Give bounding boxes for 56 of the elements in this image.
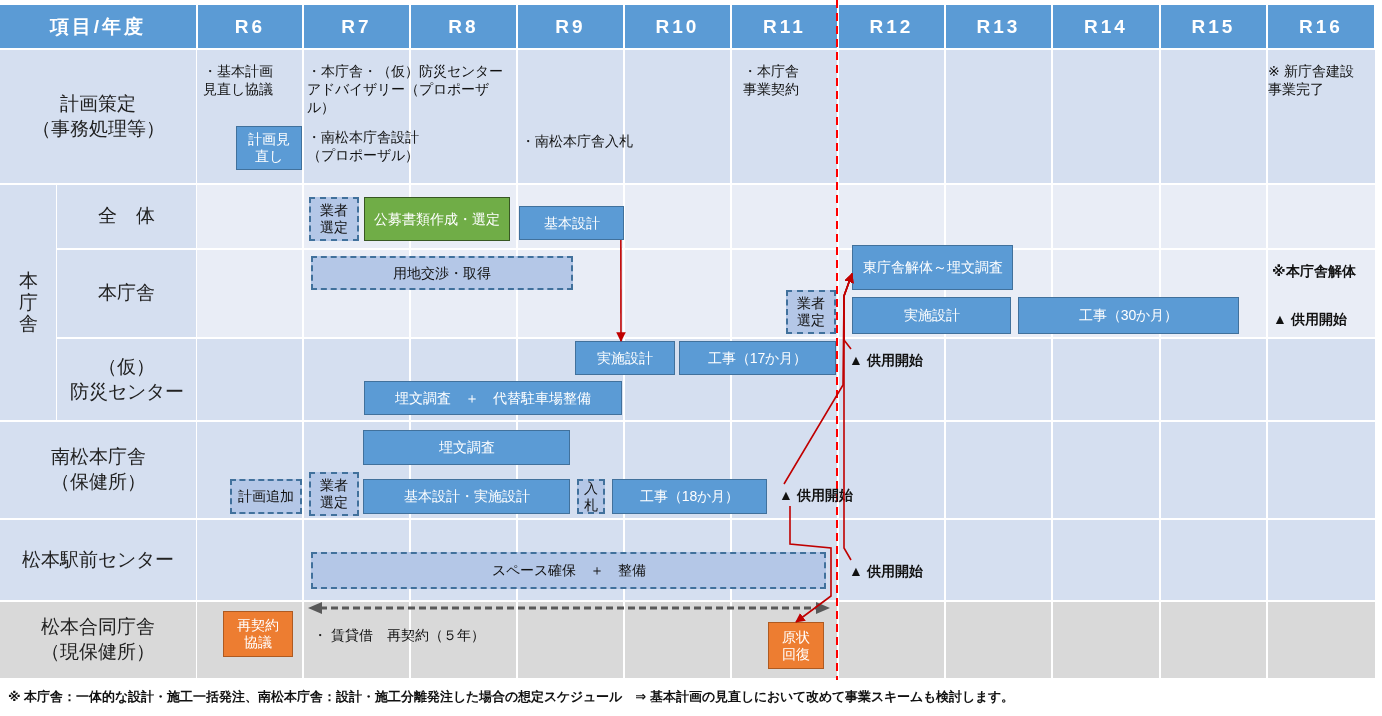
dashed-bar: 計画追加	[230, 479, 302, 514]
note-text: ・本庁舎事業契約	[743, 62, 800, 99]
schedule-bar: 工事（17か月）	[679, 341, 836, 375]
note-text: ・ 賃貸借 再契約（５年）	[313, 626, 486, 645]
schedule-bar: 工事（30か月）	[1018, 297, 1239, 334]
header-cell: R8	[411, 5, 516, 48]
dashed-bar: 業者選定	[786, 290, 836, 334]
dashed-bar: 用地交渉・取得	[311, 256, 573, 290]
footnote-text: ※ 本庁舎：一体的な設計・施工一括発注、南松本庁舎：設計・施工分離発注した場合の想定スケジュール ⇒ 基本計画の見直しにおいて改めて事業スキームも検討します。	[8, 688, 1015, 706]
arrow	[789, 505, 832, 623]
row-label-cell: 本庁舎	[0, 185, 56, 420]
header-cell: R7	[304, 5, 409, 48]
schedule-bar: 埋文調査	[363, 430, 570, 465]
header-cell: R15	[1161, 5, 1266, 48]
note-text: ・南松本庁舎設計（プロポーザル）	[307, 128, 420, 165]
note-text: ・南松本庁舎入札	[521, 132, 634, 151]
row-label-cell: （仮）防災センター	[57, 339, 196, 420]
schedule-bar: 工事（18か月）	[612, 479, 767, 514]
schedule-bar: 基本設計	[519, 206, 624, 240]
schedule-bar: 公募書類作成・選定	[364, 197, 510, 241]
note-text: ※ 新庁舎建設事業完了	[1268, 62, 1355, 99]
schedule-bar: 実施設計	[575, 341, 675, 375]
schedule-bar: 計画見直し	[236, 126, 302, 170]
schedule-bar: 再契約協議	[223, 611, 293, 657]
header-cell: R11	[732, 5, 837, 48]
header-cell: R10	[625, 5, 730, 48]
row-label-cell: 全 体	[57, 185, 196, 248]
row-label-cell: 松本合同庁舎（現保健所）	[0, 602, 196, 678]
arrow	[616, 239, 626, 342]
header-cell: R9	[518, 5, 623, 48]
dashed-bar: スペース確保 ＋ 整備	[311, 552, 826, 589]
milestone-text: ▲ 供用開始	[849, 560, 949, 582]
row-label-cell: 松本駅前センター	[0, 520, 196, 600]
header-cell: R14	[1053, 5, 1159, 48]
header-cell: 項目/年度	[0, 5, 196, 48]
dashed-bar: 業者選定	[309, 197, 359, 241]
row-label-cell: 南松本庁舎（保健所）	[0, 422, 196, 518]
schedule-bar: 実施設計	[852, 297, 1011, 334]
row-label-cell: 本庁舎	[57, 250, 196, 337]
header-cell: R12	[839, 5, 944, 48]
note-text: ▲ 供用開始	[1273, 310, 1348, 329]
row-label-cell: 計画策定（事務処理等）	[0, 50, 196, 183]
schedule-bar: 東庁舎解体～埋文調査	[852, 245, 1013, 290]
dashed-bar: 入札	[577, 479, 605, 514]
note-text: ・基本計画見直し協議	[203, 62, 274, 99]
arrow	[843, 272, 854, 561]
header-cell: R6	[198, 5, 302, 48]
note-text: ・本庁舎・（仮）防災センターアドバイザリー（プロポーザル）	[307, 62, 504, 117]
milestone-text: ▲ 供用開始	[849, 349, 949, 371]
schedule-bar: 原状回復	[768, 622, 824, 669]
header-cell: R13	[946, 5, 1051, 48]
schedule-bar: 埋文調査 ＋ 代替駐車場整備	[364, 381, 622, 415]
header-cell: R16	[1268, 5, 1374, 48]
note-text: ※本庁舎解体	[1272, 262, 1357, 281]
dashed-bar: 業者選定	[309, 472, 359, 516]
schedule-bar: 基本設計・実施設計	[363, 479, 570, 514]
